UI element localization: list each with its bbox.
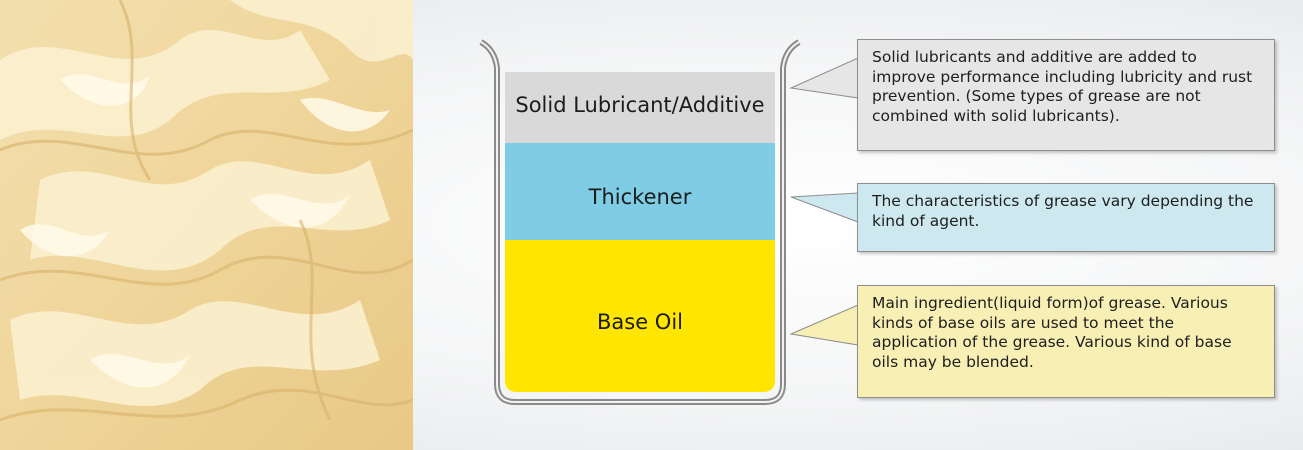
grease-composition-diagram: Solid Lubricant/Additive Thickener Base … — [413, 0, 1303, 450]
base-oil-callout-pointer — [789, 304, 859, 346]
base-oil-layer — [505, 240, 775, 392]
solid-lubricant-layer — [505, 72, 775, 143]
thickener-label: Thickener — [588, 185, 692, 209]
grease-photo — [0, 0, 413, 450]
solid-lubricant-callout: Solid lubricants and additive are added … — [857, 39, 1275, 151]
beaker — [479, 39, 859, 405]
thickener-layer — [505, 143, 775, 240]
solid-callout-pointer — [789, 57, 859, 99]
base-oil-label: Base Oil — [596, 310, 683, 334]
solid-lubricant-label: Solid Lubricant/Additive — [515, 93, 765, 117]
base-oil-callout: Main ingredient(liquid form)of grease. V… — [857, 285, 1275, 398]
thickener-callout: The characteristics of grease vary depen… — [857, 183, 1275, 252]
thickener-callout-pointer — [790, 192, 859, 223]
